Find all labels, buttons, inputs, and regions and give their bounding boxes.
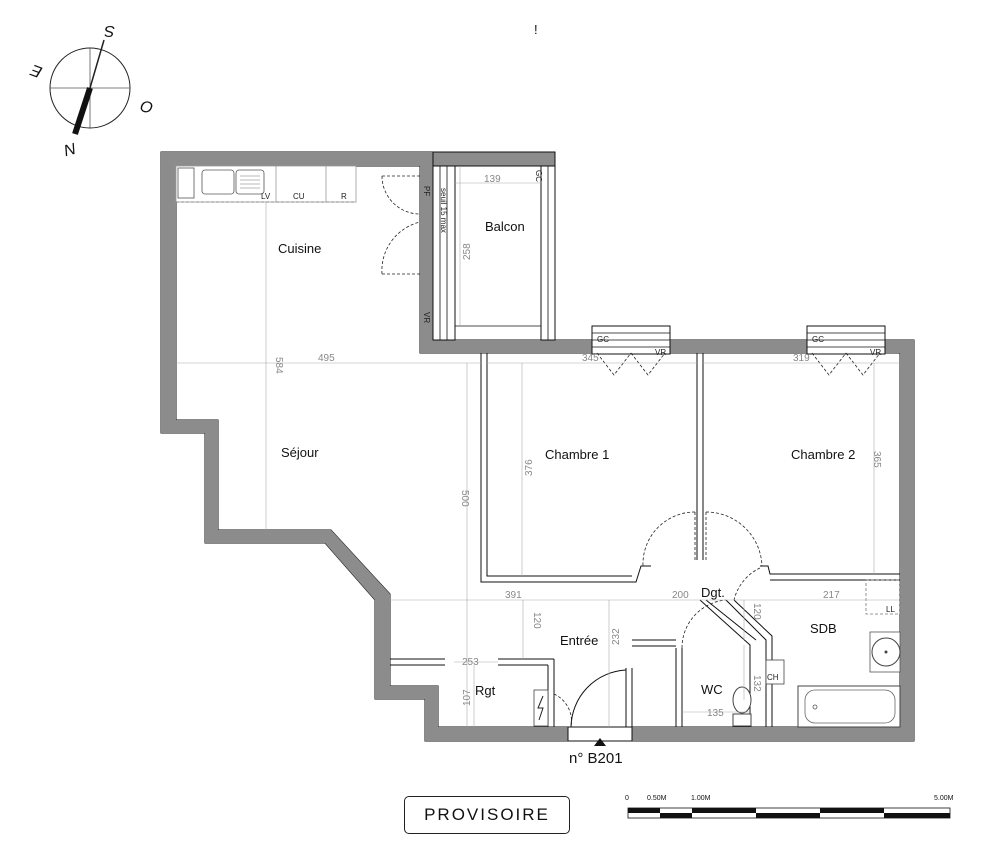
dim-500: 500 [459, 490, 470, 507]
dim-365: 365 [871, 451, 882, 468]
dim-253: 253 [462, 657, 479, 668]
room-label-rgt: Rgt [475, 683, 496, 698]
vr-balcony-label: VR [422, 312, 431, 323]
room-label-chambre-1: Chambre 1 [545, 447, 609, 462]
gc-balcony-label: GC [534, 170, 543, 182]
room-label-balcon: Balcon [485, 219, 525, 234]
dim-376: 376 [524, 459, 535, 476]
window-1-gc-label: GC [597, 335, 609, 344]
dim-120-dgt: 120 [751, 603, 762, 620]
interior-doors [642, 511, 763, 649]
dim-495: 495 [318, 353, 335, 364]
water-heater: CH [765, 659, 785, 685]
scale-bar: 0 0.50M 1.00M 5.00M [625, 795, 954, 819]
dim-132: 132 [751, 675, 762, 692]
window-2-gc-label: GC [812, 335, 824, 344]
window-2-vr-label: VR [870, 348, 881, 357]
dimension-lines [176, 166, 900, 727]
dim-200: 200 [672, 590, 689, 601]
lv-label: LV [261, 192, 271, 201]
dim-584: 584 [273, 357, 284, 374]
dim-107: 107 [462, 689, 473, 706]
washbasin [869, 631, 901, 673]
room-label-cuisine: Cuisine [278, 241, 321, 256]
bathtub [797, 685, 901, 728]
top-mark: ! [534, 22, 538, 37]
room-label-sdb: SDB [810, 621, 837, 636]
compass-south-label: S [104, 22, 115, 39]
interior-walls [390, 353, 900, 727]
room-label-dgt: Dgt. [701, 585, 725, 600]
dim-345: 345 [582, 353, 599, 364]
entrance-door [567, 669, 633, 742]
seuil-label: seuil 15 max [439, 188, 448, 233]
dim-319: 319 [793, 353, 810, 364]
dim-135: 135 [707, 708, 724, 719]
scale-label-0: 0 [625, 795, 629, 802]
lot-marker: n° B201 [569, 738, 623, 767]
ll-label: LL [886, 605, 895, 614]
dim-391: 391 [505, 590, 522, 601]
pf-label: PF [422, 186, 431, 196]
compass-west-label: O [138, 98, 154, 118]
dim-139: 139 [484, 174, 501, 185]
lot-number: n° B201 [569, 750, 623, 767]
compass-east-label: E [28, 60, 44, 80]
toilet [732, 686, 752, 727]
window-chambre-2: GC VR [806, 325, 886, 376]
dim-120-entree: 120 [531, 612, 542, 629]
room-labels: Cuisine Séjour Balcon Chambre 1 Chambre … [278, 219, 855, 698]
scale-label-500: 5.00M [934, 795, 954, 802]
balcony-door [381, 175, 421, 275]
provisoire-stamp: PROVISOIRE [404, 796, 570, 834]
dimension-labels: 139 258 584 495 345 319 376 365 500 391 … [273, 174, 882, 719]
electrical-panel [533, 689, 549, 727]
exterior-walls [160, 151, 915, 742]
scale-label-050: 0.50M [647, 795, 667, 802]
cu-label: CU [293, 192, 305, 201]
r-label: R [341, 192, 347, 201]
dim-258: 258 [462, 243, 473, 260]
compass-north-label: N [62, 139, 78, 159]
room-label-sejour: Séjour [281, 445, 319, 460]
window-1-vr-label: VR [655, 348, 666, 357]
room-label-entree: Entrée [560, 633, 598, 648]
room-label-wc: WC [701, 682, 723, 697]
compass-rose: S E O N [28, 22, 154, 158]
scale-label-100: 1.00M [691, 795, 711, 802]
window-chambre-1: GC VR [591, 325, 671, 376]
balcony-frame [432, 151, 556, 341]
kitchen-counter: LV CU R [175, 165, 357, 203]
ll-area: LL [865, 579, 901, 615]
ch-label: CH [767, 673, 779, 682]
dim-232: 232 [611, 628, 622, 645]
room-label-chambre-2: Chambre 2 [791, 447, 855, 462]
dim-217: 217 [823, 590, 840, 601]
rgt-door [553, 693, 572, 728]
